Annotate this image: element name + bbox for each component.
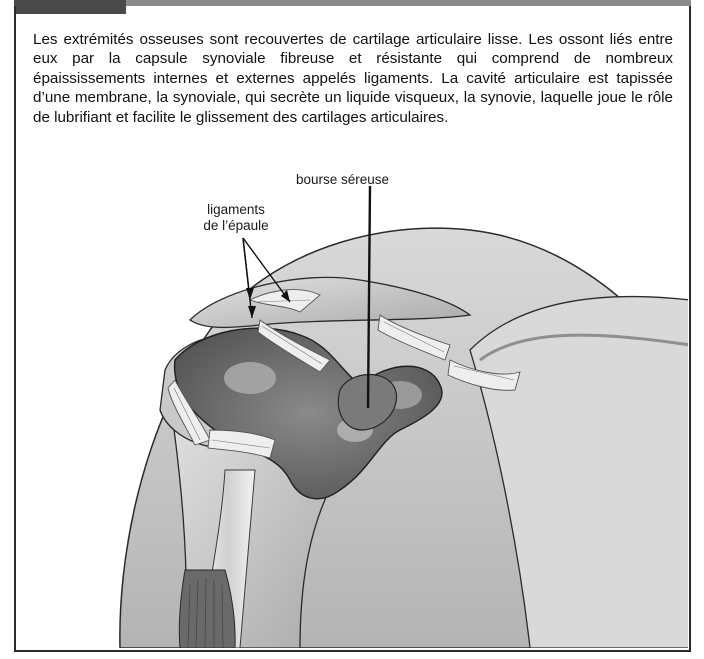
cartilage-highlight-1 [224,362,276,394]
label-ligaments-line1: ligaments [178,202,294,218]
description-text: Les extrémités osseuses sont recouvertes… [33,30,673,127]
label-ligaments-line2: de l’épaule [178,218,294,234]
label-ligaments-epaule: ligaments de l’épaule [178,202,294,234]
label-bourse-sereuse: bourse séreuse [296,172,466,188]
biceps-muscle [179,570,235,648]
shoulder-joint-illustration [16,160,688,648]
